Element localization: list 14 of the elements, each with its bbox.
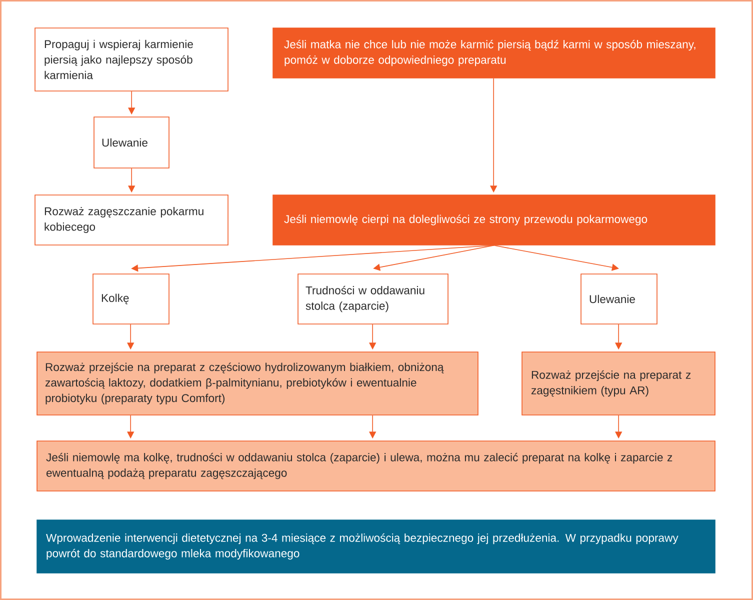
process-box: Propaguj i wspieraj karmienie piersią jako najlepszy sposób karmienia [34,28,228,92]
condition-box: Jeśli niemowlę cierpi na dolegliwości ze strony przewodu pokarmowego [272,194,716,246]
symptom-box: Kolkę [92,274,170,324]
process-box: Rozważ zagęszczanie pokarmu kobiecego [34,194,228,246]
recommendation-box: Rozważ przejście na preparat z częściowo hydrolizowanym białkiem, obniżoną zawartością laktozy, dodatkiem β-palmitynianu, prebiotyków i ewentualnie probiotyku (preparaty typu Comfort) [36,352,478,416]
arrow [373,245,494,271]
condition-box: Jeśli matka nie chce lub nie może karmić piersią bądź karmi w sposób mieszany, pomóż w doborze odpowiedniego preparatu [272,28,716,78]
condition-box: Ulewanie [94,116,170,168]
arrow [494,245,619,271]
symptom-box: Trudności w oddawaniu stolca (zaparcie) [298,274,448,324]
recommendation-box: Jeśli niemowlę ma kolkę, trudności w oddawaniu stolca (zaparcie) i ulewa, można mu zalecić preparat na kolkę i zaparcie z ewentualną podażą preparatu zagęszczającego [36,440,716,492]
symptom-box: Ulewanie [580,274,658,324]
recommendation-box: Rozważ przejście na preparat z zagęstnikiem (typu AR) [522,352,716,416]
note-box: Wprowadzenie interwencji dietetycznej na 3-4 miesiące z możliwością bezpiecznego jej przedłużenia. W przypadku poprawy powrót do standardowego mleka modyfikowanego [36,520,716,574]
